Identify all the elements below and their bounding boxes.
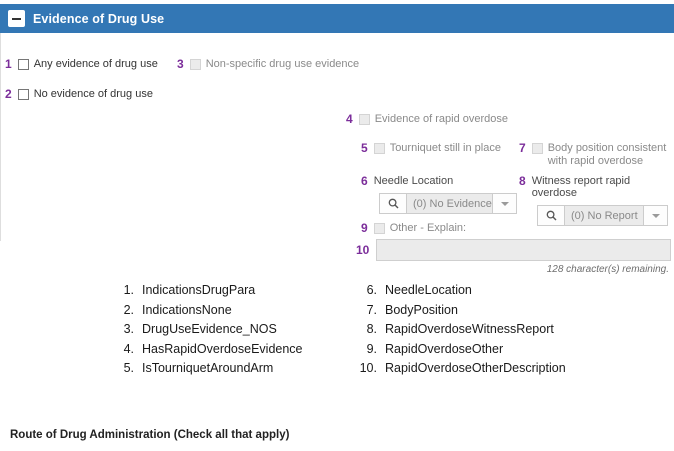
annotation-number-2: 2: [5, 87, 12, 101]
annotation-number-5: 5: [361, 141, 368, 155]
needle-location-label: Needle Location: [373, 175, 454, 187]
checkbox-row-any-evidence[interactable]: 1 Any evidence of drug use: [5, 58, 158, 70]
body-position-label: Body position consistent with rapid over…: [547, 142, 667, 167]
list-item: 6. NeedleLocation: [351, 281, 566, 301]
chevron-down-icon[interactable]: [492, 194, 516, 213]
route-of-drug-administration-heading: Route of Drug Administration (Check all …: [10, 429, 290, 441]
annotation-number-7: 7: [519, 141, 526, 155]
checkbox-row-other[interactable]: 9 Other - Explain:: [361, 222, 466, 234]
list-label: RapidOverdoseOtherDescription: [385, 361, 566, 375]
list-index: 1.: [123, 283, 134, 297]
caret-glyph: [500, 201, 509, 206]
checkbox-row-rapid-overdose[interactable]: 4 Evidence of rapid overdose: [346, 113, 508, 125]
annotation-number-9: 9: [361, 221, 368, 235]
list-index: 5.: [123, 361, 134, 375]
caret-glyph: [651, 213, 660, 218]
list-label: BodyPosition: [385, 302, 458, 317]
non-specific-checkbox[interactable]: [189, 59, 201, 70]
page-title: Evidence of Drug Use: [33, 11, 165, 26]
field-name-legend: 1. IndicationsDrugPara 2. IndicationsNon…: [108, 281, 628, 379]
minus-icon[interactable]: [8, 10, 25, 27]
needle-location-label-row: 6 Needle Location: [361, 175, 517, 187]
panel-header: Evidence of Drug Use: [0, 4, 674, 33]
list-label: RapidOverdoseOther: [385, 341, 504, 356]
list-item: 7. BodyPosition: [351, 301, 566, 321]
chevron-down-icon[interactable]: [643, 206, 667, 225]
list-index: 4.: [123, 341, 134, 356]
checkbox-row-non-specific[interactable]: 3 Non-specific drug use evidence: [177, 58, 359, 70]
annotation-number-10: 10: [356, 243, 370, 257]
annotation-number-3: 3: [177, 57, 184, 71]
list-index: 8.: [366, 322, 377, 336]
witness-report-label: Witness report rapid overdose: [531, 175, 631, 199]
list-item: 3. DrugUseEvidence_NOS: [108, 320, 351, 340]
witness-report-value[interactable]: (0) No Report: [565, 206, 643, 225]
annotation-number-8: 8: [519, 174, 526, 188]
other-label: Other - Explain:: [389, 222, 467, 234]
other-description-input[interactable]: [376, 239, 671, 261]
any-evidence-checkbox[interactable]: [17, 59, 29, 70]
list-index: 7.: [366, 302, 377, 317]
annotation-number-6: 6: [361, 174, 368, 188]
list-index: 6.: [366, 283, 377, 297]
list-label: NeedleLocation: [385, 283, 472, 297]
annotation-number-4: 4: [346, 112, 353, 126]
non-specific-label: Non-specific drug use evidence: [205, 58, 360, 70]
rapid-overdose-checkbox[interactable]: [358, 114, 370, 125]
panel-body: 1 Any evidence of drug use 2 No evidence…: [0, 33, 674, 275]
search-icon[interactable]: [380, 194, 407, 213]
checkbox-row-no-evidence[interactable]: 2 No evidence of drug use: [5, 88, 153, 100]
list-item: 2. IndicationsNone: [108, 301, 351, 321]
list-index: 3.: [123, 322, 134, 336]
checkbox-row-tourniquet[interactable]: 5 Tourniquet still in place: [361, 142, 501, 154]
needle-location-field: 6 Needle Location (0) No Evidence: [361, 175, 517, 214]
list-label: IndicationsNone: [142, 302, 232, 317]
other-description-row: 10: [356, 239, 671, 261]
any-evidence-label: Any evidence of drug use: [33, 58, 158, 70]
body-position-checkbox[interactable]: [531, 143, 543, 154]
witness-report-lookup[interactable]: (0) No Report: [537, 205, 668, 226]
annotation-number-1: 1: [5, 57, 12, 71]
other-checkbox[interactable]: [373, 223, 385, 234]
list-label: IsTourniquetAroundArm: [142, 361, 274, 375]
tourniquet-checkbox[interactable]: [373, 143, 385, 154]
list-index: 2.: [123, 302, 134, 317]
evidence-of-drug-use-panel: Evidence of Drug Use 1 Any evidence of d…: [0, 4, 674, 275]
needle-location-value[interactable]: (0) No Evidence: [407, 194, 492, 213]
legend-column-1: 1. IndicationsDrugPara 2. IndicationsNon…: [108, 281, 351, 379]
legend-column-2: 6. NeedleLocation 7. BodyPosition 8. Rap…: [351, 281, 566, 379]
chars-remaining-text: 128 character(s) remaining.: [546, 264, 669, 275]
minus-glyph: [12, 17, 21, 20]
search-icon[interactable]: [538, 206, 565, 225]
list-item: 8. RapidOverdoseWitnessReport: [351, 320, 566, 340]
list-index: 10.: [359, 361, 377, 375]
list-item: 10. RapidOverdoseOtherDescription: [351, 359, 566, 379]
list-index: 9.: [366, 341, 377, 356]
list-item: 9. RapidOverdoseOther: [351, 340, 566, 360]
list-label: DrugUseEvidence_NOS: [142, 322, 277, 336]
no-evidence-checkbox[interactable]: [17, 89, 29, 100]
list-label: RapidOverdoseWitnessReport: [385, 322, 554, 336]
rapid-overdose-label: Evidence of rapid overdose: [374, 113, 508, 125]
tourniquet-label: Tourniquet still in place: [389, 142, 501, 154]
list-label: HasRapidOverdoseEvidence: [142, 341, 303, 356]
other-description-field: 10 128 character(s) remaining.: [356, 239, 671, 275]
list-item: 5. IsTourniquetAroundArm: [108, 359, 351, 379]
checkbox-row-body-position[interactable]: 7 Body position consistent with rapid ov…: [519, 142, 671, 168]
witness-report-field: 8 Witness report rapid overdose (0) No R…: [519, 175, 673, 226]
no-evidence-label: No evidence of drug use: [33, 88, 153, 100]
needle-location-lookup[interactable]: (0) No Evidence: [379, 193, 517, 214]
list-item: 4. HasRapidOverdoseEvidence: [108, 340, 351, 360]
list-label: IndicationsDrugPara: [142, 283, 256, 297]
witness-report-label-row: 8 Witness report rapid overdose: [519, 175, 673, 199]
list-item: 1. IndicationsDrugPara: [108, 281, 351, 301]
